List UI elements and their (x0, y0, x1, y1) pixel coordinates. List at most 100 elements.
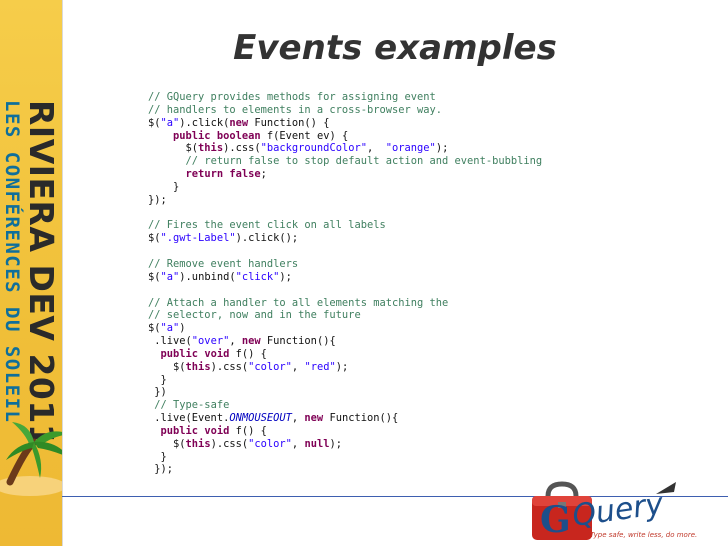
code-token: $( (148, 142, 199, 155)
code-token: // Attach a handler to all elements matc… (148, 296, 449, 309)
code-token: "color" (248, 437, 292, 450)
sidebar-divider (62, 0, 63, 546)
code-token: ); (335, 360, 349, 373)
conference-name: RIVIERA DEV 2011 (22, 100, 61, 448)
code-token: }); (148, 193, 167, 206)
code-token: this (198, 142, 224, 155)
code-token: f(Event ev) { (260, 129, 349, 142)
code-token: public (173, 129, 211, 142)
gquery-logo: G Query (532, 481, 676, 541)
code-token: , (291, 437, 305, 450)
code-token: Function(){ (260, 335, 336, 348)
code-line: $(this).css("color", null); (148, 438, 342, 450)
code-token: , (291, 412, 305, 425)
code-token: void (204, 424, 230, 437)
code-token: $( (148, 270, 161, 283)
code-line: }); (148, 194, 167, 206)
code-token: , (229, 335, 242, 348)
code-line: $(this).css("color", "red"); (148, 361, 348, 373)
code-token: ; (260, 168, 267, 181)
code-token: $( (148, 437, 186, 450)
code-token: .live(Event. (148, 412, 230, 425)
code-line: // Remove event handlers (148, 258, 298, 270)
code-token: void (204, 347, 230, 360)
code-line: $("a").click(new Function() { (148, 117, 329, 129)
code-line: } (148, 181, 179, 193)
code-token: $( (148, 360, 186, 373)
code-token: f() { (229, 347, 267, 360)
code-token: public (160, 424, 199, 437)
code-token: ).css( (223, 142, 261, 155)
code-line: // Attach a handler to all elements matc… (148, 297, 448, 309)
code-token: } (148, 373, 167, 386)
code-line: .live(Event.ONMOUSEOUT, new Function(){ (148, 412, 398, 424)
code-line: }) (148, 386, 167, 398)
code-line: $(".gwt-Label").click(); (148, 232, 298, 244)
code-token: "a" (160, 322, 180, 335)
code-line: public void f() { (148, 425, 267, 437)
code-token: ).click(); (235, 232, 299, 245)
code-token: // handlers to elements in a cross-brows… (148, 103, 443, 116)
code-token: // GQuery provides methods for assigning… (148, 91, 436, 103)
code-token: ).css( (210, 437, 249, 450)
code-token: "a" (160, 270, 180, 283)
code-line: }); (148, 463, 173, 475)
code-token: "red" (304, 360, 336, 373)
code-line: .live("over", new Function(){ (148, 335, 336, 348)
code-token (148, 168, 186, 180)
code-token: false (229, 168, 261, 181)
code-token: $( (148, 322, 161, 335)
code-line: // Type-safe (148, 399, 229, 411)
code-token: "backgroundColor" (260, 142, 367, 155)
code-line: } (148, 374, 167, 386)
code-token: Function() { (248, 116, 330, 129)
code-token: ); (329, 437, 342, 450)
code-token: this (185, 360, 211, 373)
code-token: "a" (160, 116, 180, 129)
code-token: }); (148, 463, 174, 476)
code-token: public (160, 347, 199, 360)
code-token: "over" (191, 335, 230, 348)
logo-tagline: Type safe, write less, do more. (590, 531, 698, 539)
code-line: return false; (148, 168, 267, 180)
code-line: // return false to stop default action a… (148, 155, 543, 168)
code-token: "color" (248, 360, 292, 373)
code-token: ONMOUSEOUT (229, 412, 292, 425)
logo-wordmark: Query (570, 486, 666, 534)
conference-sidebar: RIVIERA DEV 2011 LES CONFÉRENCES DU SOLE… (0, 0, 62, 546)
code-token: ); (435, 142, 449, 155)
code-line: public void f() { (148, 348, 267, 360)
code-line: // handlers to elements in a cross-brows… (148, 104, 442, 116)
code-token: "click" (235, 270, 280, 283)
code-line: // Fires the event click on all labels (148, 219, 386, 231)
code-token (148, 130, 173, 142)
code-token: new (304, 412, 324, 425)
logo-initial: G (540, 499, 571, 541)
code-token: boolean (216, 129, 261, 142)
code-token: // Remove event handlers (148, 257, 299, 270)
code-token: } (148, 450, 167, 463)
code-token: null (304, 437, 330, 450)
footer-divider (62, 496, 728, 497)
code-token: // selector, now and in the future (148, 309, 361, 322)
code-token: return (185, 168, 224, 181)
slide-title: Events examples (233, 28, 557, 68)
conference-tagline: LES CONFÉRENCES DU SOLEIL (1, 100, 23, 424)
code-token (148, 348, 161, 360)
code-token: }) (148, 386, 167, 399)
code-token: .live( (148, 335, 192, 348)
code-token: // return false to stop default action a… (185, 155, 543, 168)
code-line: } (148, 451, 167, 463)
code-token: ); (279, 270, 292, 283)
code-line: $(this).css("backgroundColor", "orange")… (148, 142, 449, 155)
code-token: // Fires the event click on all labels (148, 219, 386, 232)
code-token: , (366, 142, 386, 155)
code-token: // Type-safe (154, 399, 230, 412)
palm-island-icon (0, 422, 62, 496)
code-token: ).css( (210, 360, 249, 373)
code-token: ).unbind( (179, 270, 236, 283)
code-token: ".gwt-Label" (160, 232, 236, 245)
code-token: "orange" (385, 142, 436, 155)
code-token: $( (148, 232, 161, 245)
code-token: , (291, 360, 305, 373)
